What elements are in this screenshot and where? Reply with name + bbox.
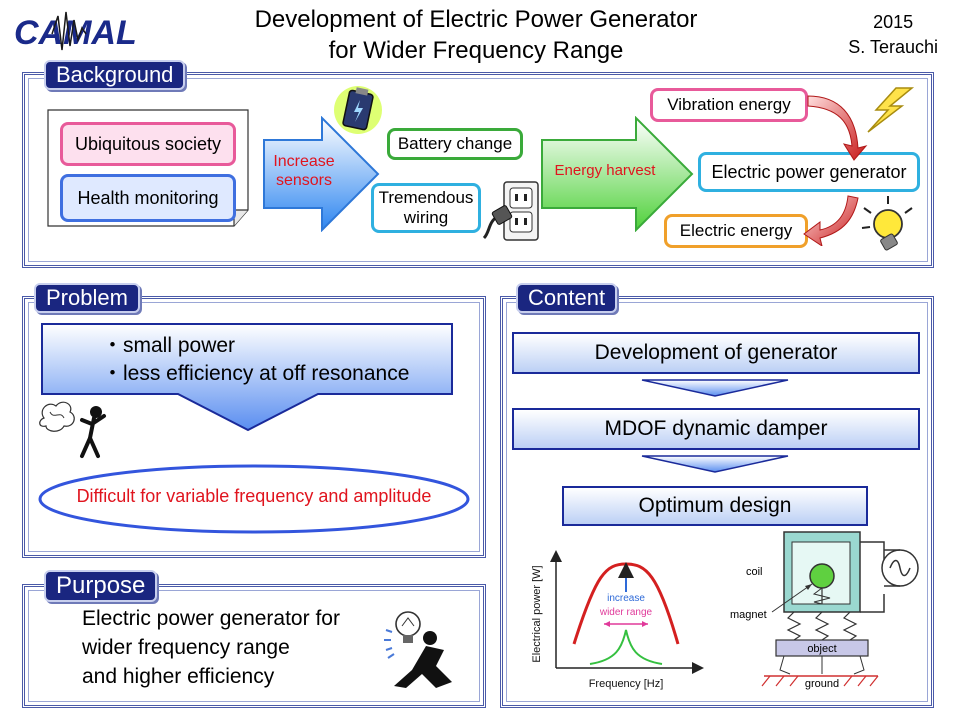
- increase-sensors-line-2: sensors: [275, 172, 333, 189]
- problem-conclusion: Difficult for variable frequency and amp…: [76, 486, 432, 506]
- narrow-power-curve: [589, 629, 663, 665]
- frequency-graph: increase wider range Frequency [Hz] Elec…: [531, 550, 704, 690]
- vibration-energy-box: Vibration energy: [650, 88, 808, 122]
- circuit-wire: [860, 541, 885, 613]
- conclusion-ellipse: [38, 464, 470, 534]
- idea-person-icon: [384, 611, 452, 688]
- problem-bullet-1: ・small power: [102, 334, 236, 357]
- author: S. Terauchi: [848, 37, 938, 57]
- step-optimum-box: Optimum design: [562, 486, 868, 526]
- graph-y-label: Electrical power [W]: [531, 565, 543, 662]
- increase-sensors-label: Increase sensors: [262, 152, 346, 190]
- purpose-line-2: wider frequency range: [82, 636, 290, 659]
- step-mdof-box: MDOF dynamic damper: [512, 408, 920, 450]
- electric-energy-box: Electric energy: [664, 214, 808, 248]
- step-arrow-1: [641, 379, 789, 397]
- logo-text: CAMAL: [14, 14, 137, 52]
- health-monitoring-box: Health monitoring: [60, 174, 236, 222]
- problem-tab: Problem: [34, 283, 140, 313]
- purpose-panel: [22, 584, 486, 708]
- frustrated-person-icon: [39, 401, 106, 458]
- graph-x-label: Frequency [Hz]: [589, 678, 664, 690]
- light-bulb-icon: [861, 196, 913, 251]
- purpose-line-1: Electric power generator for: [82, 607, 340, 630]
- problem-bullet-2: ・less efficiency at off resonance: [102, 362, 410, 385]
- content-tab: Content: [516, 283, 618, 313]
- year: 2015: [873, 12, 914, 32]
- background-tab: Background: [44, 60, 186, 90]
- lightning-icon: [867, 87, 915, 133]
- camal-logo: CAMAL: [12, 6, 140, 58]
- increase-sensors-arrow: [263, 116, 380, 232]
- energy-harvest-label: Energy harvest: [554, 162, 656, 179]
- spring-middle: [814, 611, 830, 641]
- energy-harvest-arrow: [541, 116, 694, 232]
- page-title: Development of Electric Power Generator …: [200, 4, 752, 66]
- wiring-line-2: wiring: [403, 208, 449, 227]
- battery-change-box: Battery change: [387, 128, 523, 160]
- battery-icon: [334, 86, 382, 134]
- logo-wave: [51, 11, 87, 51]
- generator-box: Electric power generator: [698, 152, 920, 192]
- problem-arrow: [41, 323, 453, 432]
- generator-model: object ground coil magnet: [730, 531, 919, 690]
- graph-wider-label: wider range: [599, 607, 653, 618]
- magnet-circle: [809, 563, 835, 589]
- title-line-1: Development of Electric Power Generator: [254, 6, 698, 33]
- increase-sensors-line-1: Increase: [273, 153, 335, 170]
- step-arrow-2: [641, 455, 789, 473]
- ubiquitous-society-box: Ubiquitous society: [60, 122, 236, 166]
- spring-left: [786, 611, 802, 641]
- energy-flow-arrows: [803, 95, 868, 246]
- model-magnet-label: magnet: [730, 609, 767, 621]
- step-development-box: Development of generator: [512, 332, 920, 374]
- model-coil-label: coil: [746, 566, 763, 578]
- wiring-line-1: Tremendous: [378, 188, 474, 207]
- model-ground-label: ground: [805, 678, 839, 690]
- model-object-label: object: [807, 643, 836, 655]
- problem-bullets: ・small power ・less efficiency at off res…: [102, 332, 409, 388]
- title-line-2: for Wider Frequency Range: [328, 37, 624, 64]
- graph-increase-label: increase: [607, 593, 645, 604]
- spring-right: [842, 611, 858, 641]
- tremendous-wiring-box: Tremendous wiring: [371, 183, 481, 233]
- purpose-tab: Purpose: [44, 570, 158, 602]
- power-outlet-icon: [482, 181, 539, 241]
- year-author: 2015 S. Terauchi: [848, 10, 938, 60]
- purpose-text: Electric power generator for wider frequ…: [82, 604, 340, 691]
- purpose-line-3: and higher efficiency: [82, 665, 275, 688]
